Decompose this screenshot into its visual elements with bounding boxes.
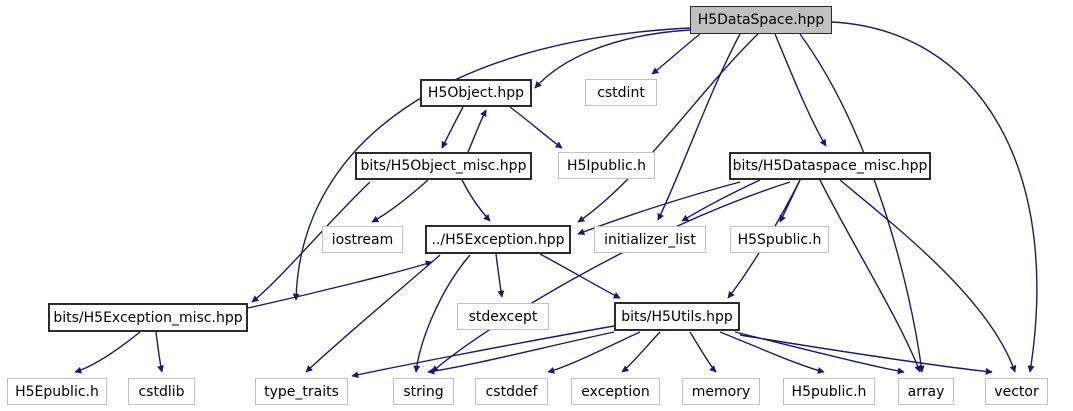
edge-h5dataspace-to-array (799, 33, 925, 373)
node-h5public[interactable]: H5public.h (783, 378, 875, 405)
edge-h5dataspace_misc-to-array (819, 179, 922, 373)
edge-h5dataspace_misc-to-initializer_list (681, 179, 761, 222)
node-h5utils[interactable]: bits/H5Utils.hpp (614, 302, 740, 331)
edge-h5object-to-h5ipublic (509, 106, 563, 149)
edge-h5dataspace_misc-to-string (431, 181, 791, 373)
edge-h5exception_misc-to-h5exception (247, 260, 433, 309)
edge-h5exception_misc-to-cstdlib (155, 331, 164, 373)
node-stdexcept[interactable]: stdexcept (457, 303, 549, 330)
edge-h5object_misc-to-h5object (467, 109, 487, 153)
node-array[interactable]: array (898, 378, 954, 405)
node-cstddef[interactable]: cstddef (475, 378, 548, 405)
edge-h5utils-to-string (427, 331, 615, 375)
node-initializer_list[interactable]: initializer_list (594, 226, 706, 253)
edge-h5dataspace-to-h5exception (577, 33, 759, 223)
edge-h5utils-to-vector (739, 334, 993, 375)
node-h5object_misc[interactable]: bits/H5Object_misc.hpp (355, 152, 532, 180)
edge-h5exception-to-type_traits (305, 254, 441, 373)
edge-h5dataspace-to-initializer_list (657, 33, 741, 221)
node-cstdlib[interactable]: cstdlib (128, 378, 195, 405)
edge-h5exception-to-h5utils (539, 253, 621, 299)
edge-h5exception_misc-to-h5epublic (74, 331, 141, 374)
node-h5exception_misc[interactable]: bits/H5Exception_misc.hpp (48, 303, 248, 332)
edge-h5utils-to-exception (621, 331, 661, 373)
edge-h5object-to-h5object_misc (441, 106, 464, 149)
node-h5epublic[interactable]: H5Epublic.h (7, 378, 107, 405)
node-iostream[interactable]: iostream (322, 226, 403, 253)
node-exception[interactable]: exception (571, 378, 660, 405)
edge-h5utils-to-h5public (719, 331, 825, 374)
edge-h5utils-to-array (734, 331, 905, 375)
node-h5object[interactable]: H5Object.hpp (420, 79, 532, 107)
node-memory[interactable]: memory (682, 378, 760, 405)
edge-h5dataspace_misc-to-h5spublic (779, 179, 801, 223)
node-h5dataspace_misc[interactable]: bits/H5Dataspace_misc.hpp (729, 152, 931, 180)
node-string[interactable]: string (393, 378, 454, 405)
node-h5spublic[interactable]: H5Spublic.h (730, 226, 829, 253)
edge-h5dataspace-to-vector (831, 21, 1038, 373)
edge-h5utils-to-cstddef (547, 331, 641, 374)
node-h5dataspace[interactable]: H5DataSpace.hpp (690, 6, 832, 34)
edge-h5dataspace-to-h5dataspace_misc (774, 33, 827, 147)
node-cstdint[interactable]: cstdint (585, 79, 657, 106)
edge-h5dataspace_misc-to-vector (839, 179, 1017, 373)
edge-h5utils-to-memory (689, 331, 717, 373)
node-h5exception[interactable]: ../H5Exception.hpp (425, 225, 571, 254)
edge-h5utils-to-type_traits (351, 325, 615, 379)
node-h5ipublic[interactable]: H5Ipublic.h (558, 152, 655, 179)
edge-h5exception-to-stdexcept (495, 253, 505, 298)
edge-h5dataspace-to-cstdint (651, 33, 701, 75)
node-type_traits[interactable]: type_traits (255, 378, 348, 405)
edge-h5object_misc-to-iostream (371, 179, 429, 223)
node-vector[interactable]: vector (985, 378, 1048, 405)
edge-h5object_misc-to-h5exception (461, 179, 491, 222)
